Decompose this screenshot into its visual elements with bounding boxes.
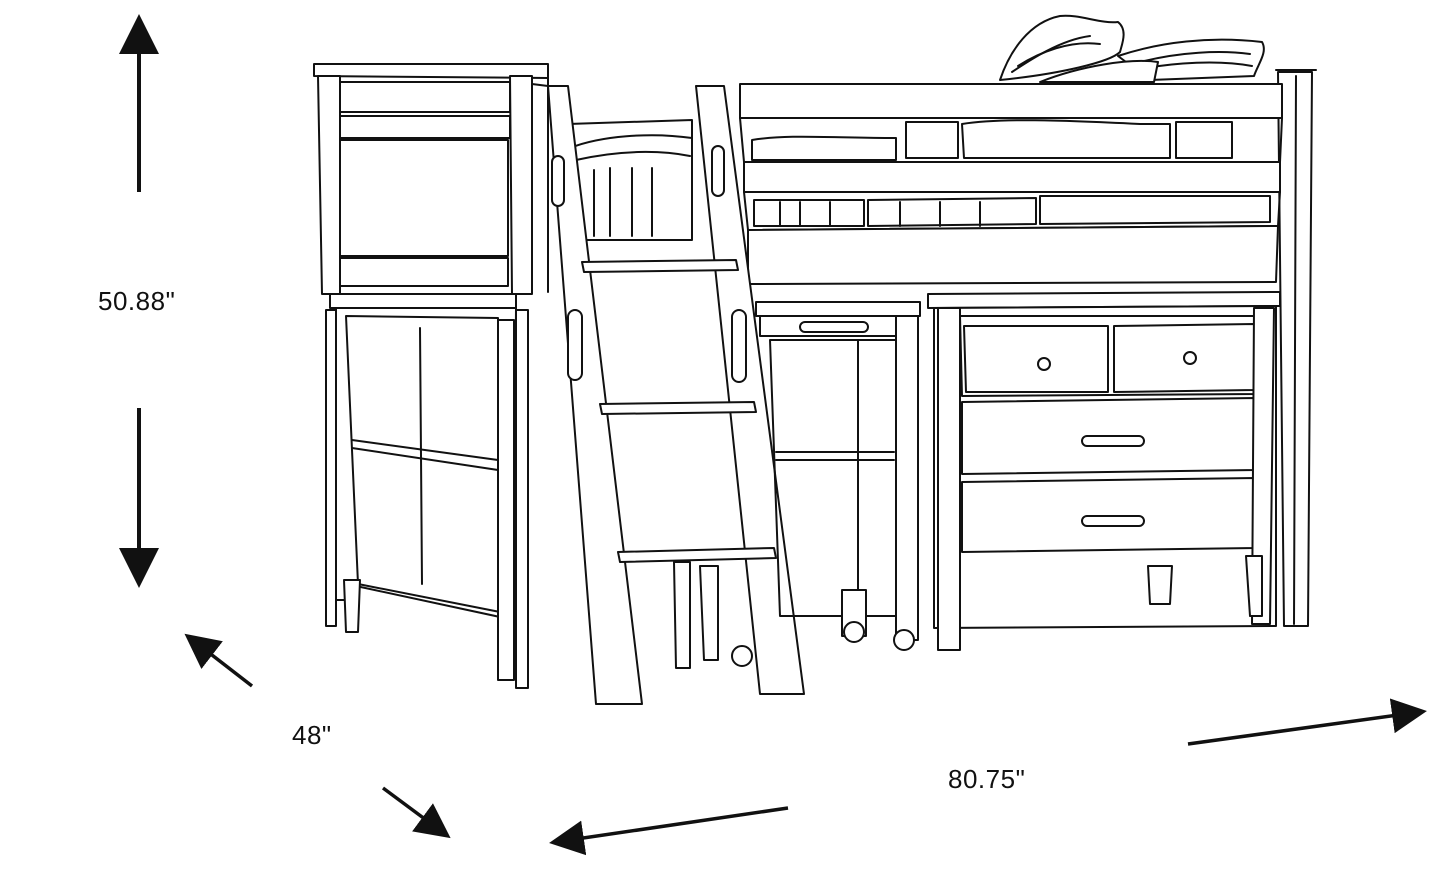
- right-drawer-knob: [1183, 351, 1197, 365]
- left-headboard: [313, 63, 549, 295]
- cube-bookcase: [325, 293, 529, 689]
- left-drawer-knob: [1037, 357, 1051, 371]
- right-post: [1275, 69, 1317, 627]
- mattress-left: [567, 119, 693, 241]
- width-dimension-label: 80.75": [948, 764, 1026, 794]
- depth-dimension-arrows: [184, 633, 451, 839]
- chest-of-drawers: [927, 291, 1281, 651]
- middle-drawer-pull: [1081, 435, 1145, 447]
- width-arrow-left: [549, 806, 789, 856]
- height-dimension-label: 50.88": [98, 286, 176, 316]
- desk-drawer-pull: [799, 321, 869, 333]
- pillows: [999, 14, 1265, 83]
- depth-arrow-front: [381, 786, 451, 839]
- depth-dimension-label: 48": [292, 720, 332, 750]
- width-arrow-right: [1187, 698, 1427, 746]
- bottom-drawer-pull: [1081, 515, 1145, 527]
- width-dimension-arrows: [549, 698, 1427, 856]
- loft-bed-rails: [739, 83, 1283, 285]
- ladder: [547, 85, 805, 705]
- depth-arrow-back: [184, 633, 254, 688]
- desk: [673, 301, 921, 669]
